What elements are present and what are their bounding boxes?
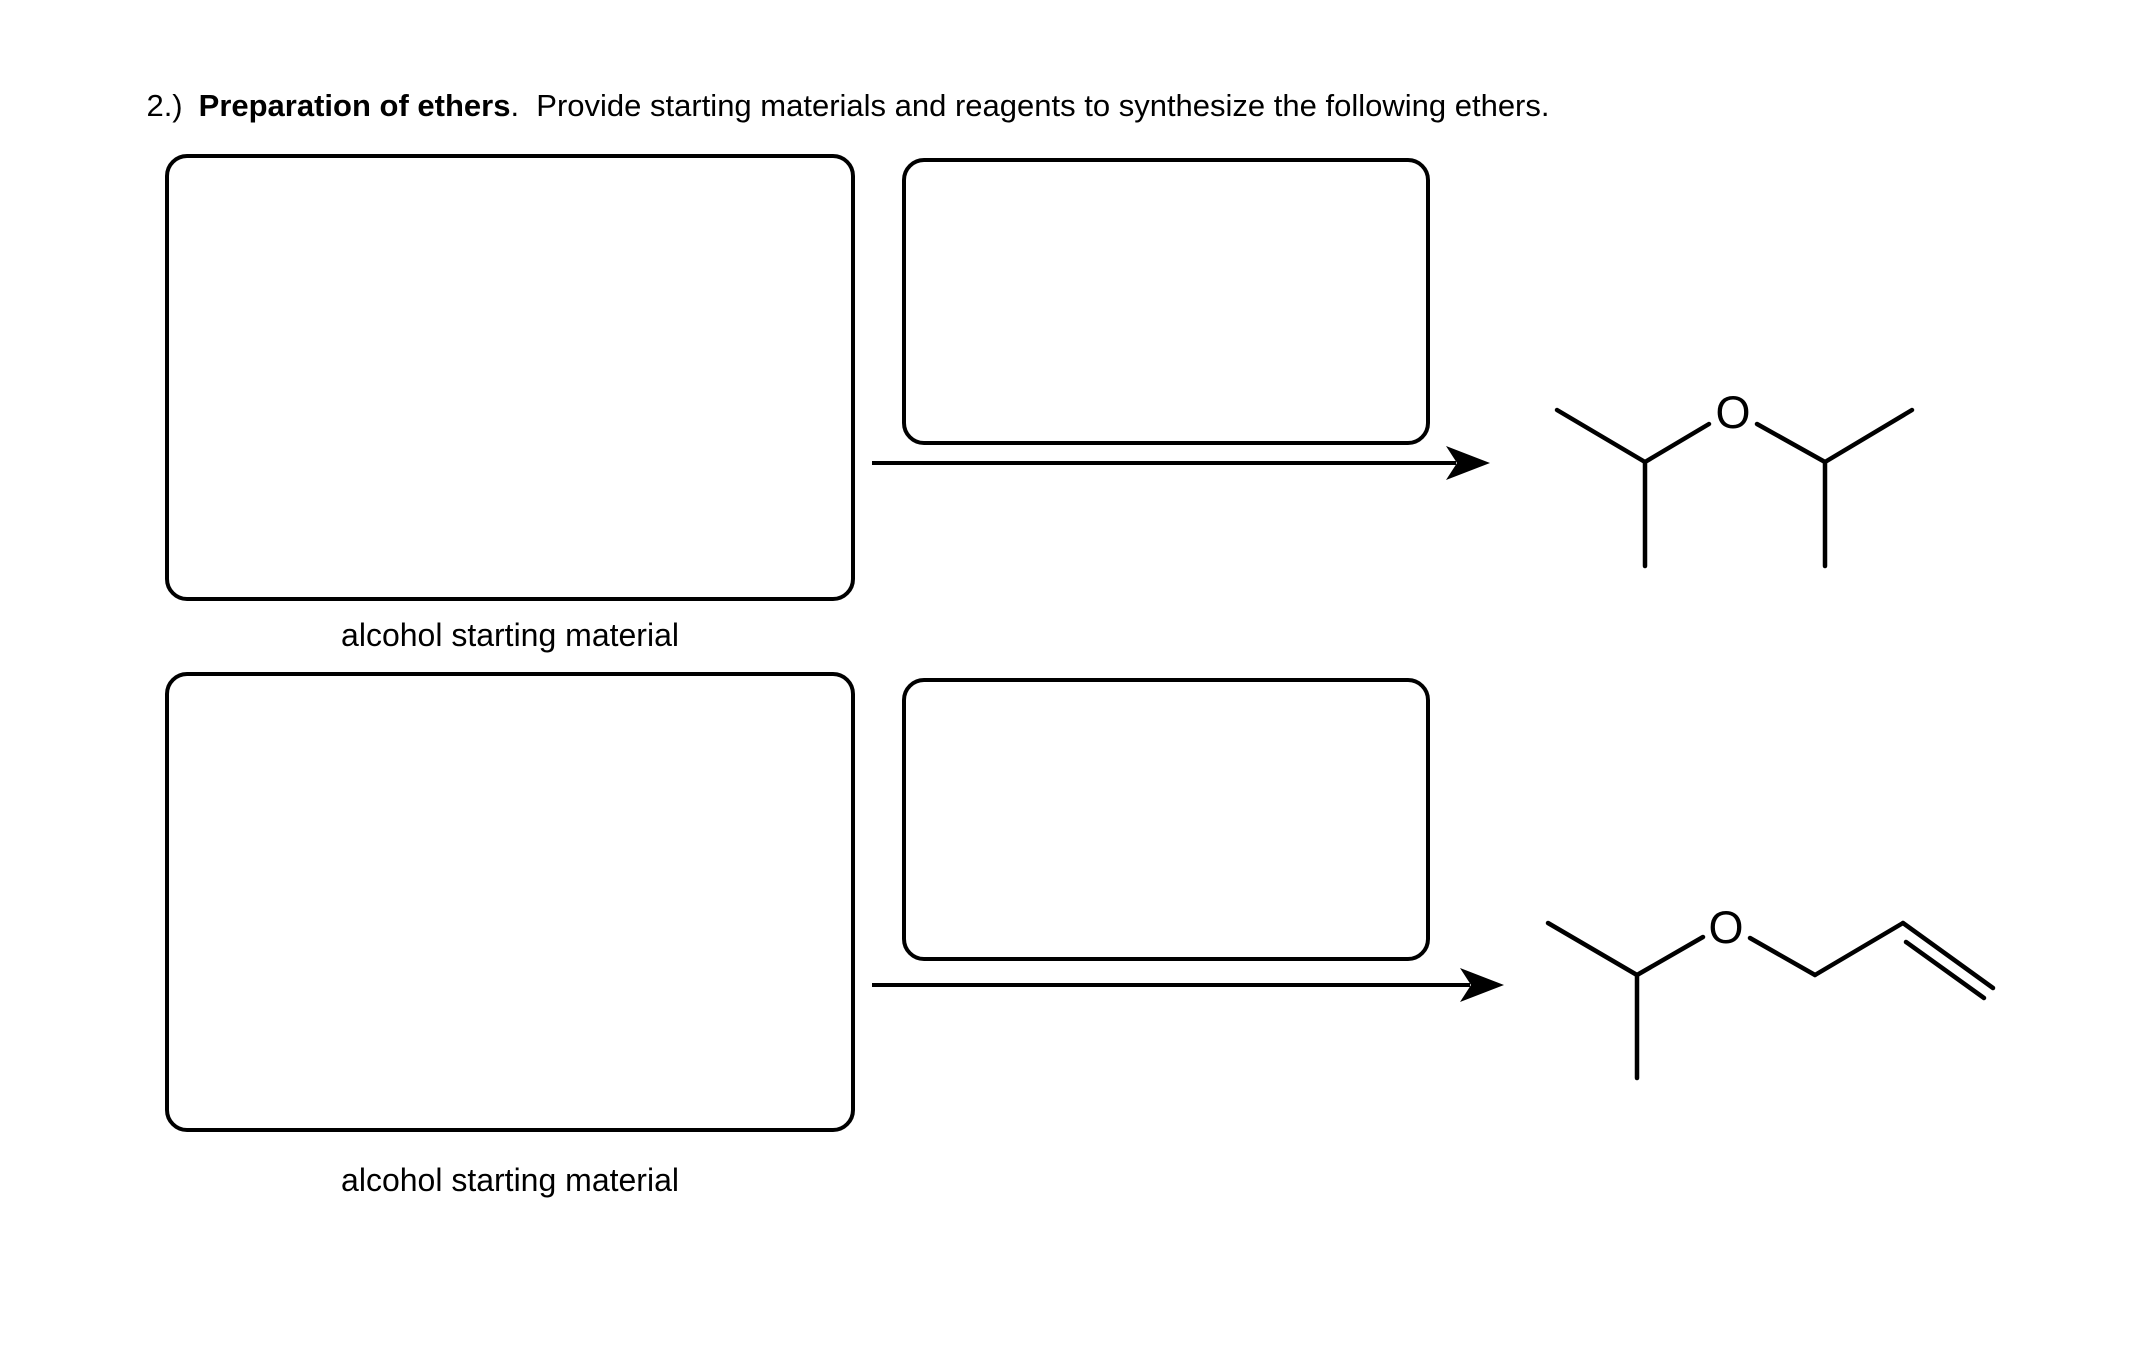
alcohol-box-label-2: alcohol starting material xyxy=(341,1162,679,1198)
alcohol-box-label-1: alcohol starting material xyxy=(341,617,679,653)
reagent-answer-box-1[interactable] xyxy=(902,158,1443,458)
reaction-arrow-1 xyxy=(872,446,1490,480)
oxygen-atom-label-1: O xyxy=(1715,387,1750,438)
reagent-answer-box-2[interactable] xyxy=(902,678,1443,974)
arrowhead-icon xyxy=(1460,968,1504,1002)
reaction-arrow-2 xyxy=(872,968,1504,1002)
question-title: 2.) Preparation of ethers. Provide starti… xyxy=(112,52,1550,160)
diisopropyl-ether-structure: O xyxy=(1554,387,1915,569)
arrowhead-icon xyxy=(1446,446,1490,480)
question-number: 2.) xyxy=(146,88,183,123)
oxygen-atom-label-2: O xyxy=(1708,902,1743,953)
alcohol-answer-box-2[interactable] xyxy=(165,672,868,1145)
question-instructions: . Provide starting materials and reagent… xyxy=(510,88,1550,123)
question-topic: Preparation of ethers xyxy=(198,88,511,123)
allyl-isopropyl-ether-structure: O xyxy=(1545,902,1996,1081)
alcohol-answer-box-1[interactable] xyxy=(165,154,868,614)
